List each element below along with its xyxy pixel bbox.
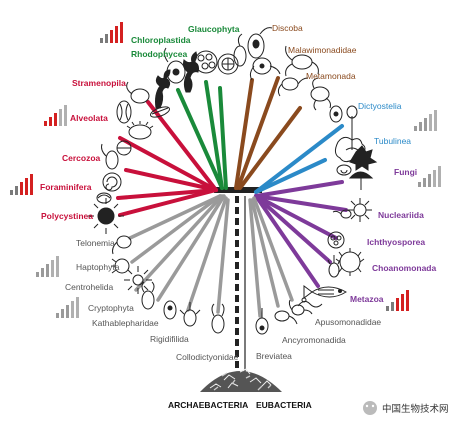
haptophyta-cell-icon: [111, 258, 130, 274]
stramenopila-diatom-icon: [150, 106, 170, 118]
centrohelida-label: Centrohelida: [65, 282, 113, 292]
cryptophyta-cell-icon: [141, 281, 155, 310]
bar-glyph-haptophyta: [36, 256, 59, 277]
stramenopila-cell-icon: [126, 81, 150, 104]
cercozoa-label: Cercozoa: [62, 153, 101, 163]
nucleariida-cell-icon-2: [332, 209, 352, 219]
stramenopila-label: Stramenopila: [72, 78, 126, 88]
metazoa-worm-icon: [297, 297, 323, 308]
metamonada-cell-icon-3: [310, 77, 331, 111]
choanomonada-colony-icon: [335, 248, 365, 276]
apusomonadidae-cell-icon: [288, 299, 313, 316]
kathablepharidae-label: Kathablepharidae: [92, 318, 159, 328]
metamonada-cell-icon-2: [277, 77, 309, 97]
discoba-cell-icon-2: [233, 33, 247, 67]
choanomonada-cell-icon: [327, 255, 341, 278]
collodictyonidae-label: Collodictyonidae: [176, 352, 239, 362]
ichthyosporea-label: Ichthyosporea: [367, 237, 425, 247]
rigidifilida-label: Rigidifilida: [150, 334, 189, 344]
bar-glyph-dictyostelia: [414, 110, 437, 131]
stramenopila-alga-icon: [155, 69, 171, 109]
fungi-label: Fungi: [394, 167, 417, 177]
cryptophyta-label: Cryptophyta: [88, 303, 134, 313]
bar-glyph-chloroplastida: [100, 22, 123, 43]
glaucophyta-round-icon: [217, 53, 239, 75]
bar-glyph-cryptophyta: [56, 297, 79, 318]
telonemia-label: Telonemia: [76, 238, 115, 248]
polycystinea-radiolarian-icon: [97, 207, 115, 225]
organism-icons: [88, 27, 378, 335]
watermark: 中国生物技术网: [363, 401, 449, 415]
collodictyonidae-cell-icon: [211, 303, 225, 334]
fungi-mushroom-icon: [348, 171, 374, 179]
bar-glyph-fungi: [418, 166, 441, 187]
green-branches: [176, 80, 228, 190]
cercozoa-cell-icon: [101, 143, 119, 170]
alveolata-label: Alveolata: [70, 113, 108, 123]
tubulinea-amoeba-icon-2: [349, 145, 378, 171]
ichthyosporea-cell-icon: [327, 231, 345, 249]
rubble-mound-icon: [200, 368, 282, 392]
centrohelida-sun-icon: [124, 266, 152, 294]
breviatea-label: Breviatea: [256, 351, 292, 361]
alveolata-ciliate-icon: [126, 121, 154, 140]
fungi-cell-icon: [336, 164, 352, 176]
haptophyta-label: Haptophyta: [76, 262, 120, 272]
alveolata-cell-icon: [116, 100, 132, 124]
malawimonadidae-cell-icon: [249, 57, 281, 81]
ancyromonadida-cell-icon: [274, 310, 298, 325]
wechat-logo-icon: [363, 401, 377, 415]
choanomonada-label: Choanomonada: [372, 263, 436, 273]
discoba-label: Discoba: [272, 23, 303, 33]
metamonada-cell-icon: [285, 45, 319, 77]
bar-glyph-alveolata: [44, 105, 67, 126]
ancyromonadida-label: Ancyromonadida: [282, 335, 346, 345]
eubacteria-label: EUBACTERIA: [256, 400, 312, 410]
archaebacteria-label: ARCHAEBACTERIA: [168, 400, 248, 410]
foraminifera-label: Foraminifera: [40, 182, 92, 192]
nucleariida-label: Nucleariida: [378, 210, 424, 220]
bar-glyph-foraminifera: [10, 174, 33, 195]
chloroplastida-cell-icon: [163, 47, 186, 84]
glaucophyta-label: Glaucophyta: [188, 24, 240, 34]
red-branches: [116, 100, 218, 217]
nucleariida-cell-icon: [348, 198, 372, 222]
apusomonadidae-label: Apusomonadidae: [315, 317, 381, 327]
metazoa-label: Metazoa: [350, 294, 384, 304]
telonemia-cell-icon: [112, 235, 132, 255]
metamonada-label: Metamonada: [306, 71, 356, 81]
dictyostelia-fruiting-icon: [345, 105, 359, 151]
watermark-text: 中国生物技术网: [382, 403, 449, 415]
foraminifera-shell-icon: [102, 172, 122, 192]
brown-branches: [234, 76, 302, 190]
bar-glyph-metazoa: [386, 290, 409, 311]
rigidifilida-cell-icon: [179, 302, 201, 327]
gray-branches: [128, 194, 294, 318]
breviatea-cell-icon: [255, 308, 269, 335]
blue-branches: [254, 124, 344, 194]
malawimonadidae-label: Malawimonadidae: [288, 45, 357, 55]
rhodophycea-label: Rhodophycea: [131, 49, 187, 59]
dictyostelia-cell-icon: [329, 105, 343, 123]
rhodophycea-seaweed-icon: [183, 51, 199, 93]
metazoa-fish-icon: [303, 285, 347, 299]
alveolata-dino-icon: [116, 140, 132, 156]
polycystinea-label: Polycystinea: [41, 211, 93, 221]
bar-glyphs: [10, 22, 441, 318]
tubulinea-label: Tubulinea: [374, 136, 411, 146]
foraminifera-shell-icon-2: [96, 192, 112, 204]
discoba-cell-icon: [247, 27, 273, 59]
kathablepharidae-cell-icon: [163, 300, 177, 320]
chloroplastida-label: Chloroplastida: [131, 35, 191, 45]
dictyostelia-label: Dictyostelia: [358, 101, 402, 111]
purple-branches: [254, 180, 348, 288]
